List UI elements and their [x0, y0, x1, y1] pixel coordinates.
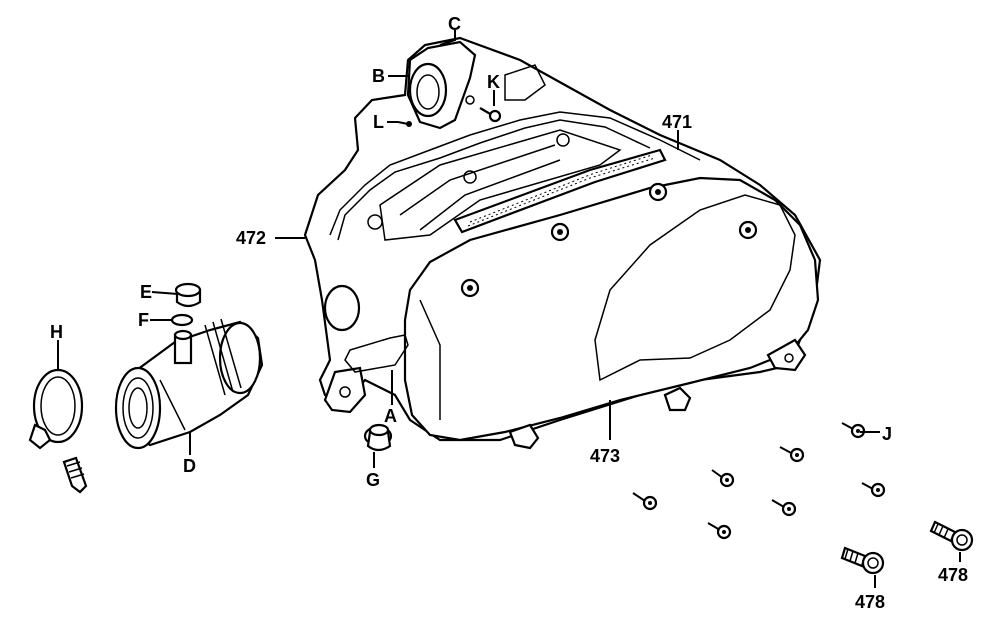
leader-lines [57, 30, 961, 588]
label-b: B [372, 66, 385, 86]
label-l: L [373, 112, 384, 132]
label-k: K [487, 72, 500, 92]
label-478-right: 478 [938, 565, 968, 585]
screw-l [397, 121, 412, 127]
label-d: D [183, 456, 196, 476]
cap-e [174, 282, 202, 308]
label-f: F [138, 310, 149, 330]
screws-j [632, 422, 886, 540]
grommet-g [363, 423, 393, 452]
o-ring-f [170, 313, 194, 327]
label-g: G [366, 470, 380, 490]
label-472: 472 [236, 228, 266, 248]
bolts-478 [840, 520, 974, 575]
label-h: H [50, 322, 63, 342]
label-471: 471 [662, 112, 692, 132]
label-a: A [384, 406, 397, 426]
label-478-left: 478 [855, 592, 885, 612]
intake-joint-d [114, 318, 264, 450]
label-j: J [882, 424, 892, 444]
screw-k [479, 107, 502, 123]
label-473: 473 [590, 446, 620, 466]
seal-ring-a [344, 334, 409, 373]
clamp-h [28, 368, 88, 494]
label-c: C [448, 14, 461, 34]
air-cleaner-cover-473 [403, 176, 820, 450]
label-e: E [140, 282, 152, 302]
